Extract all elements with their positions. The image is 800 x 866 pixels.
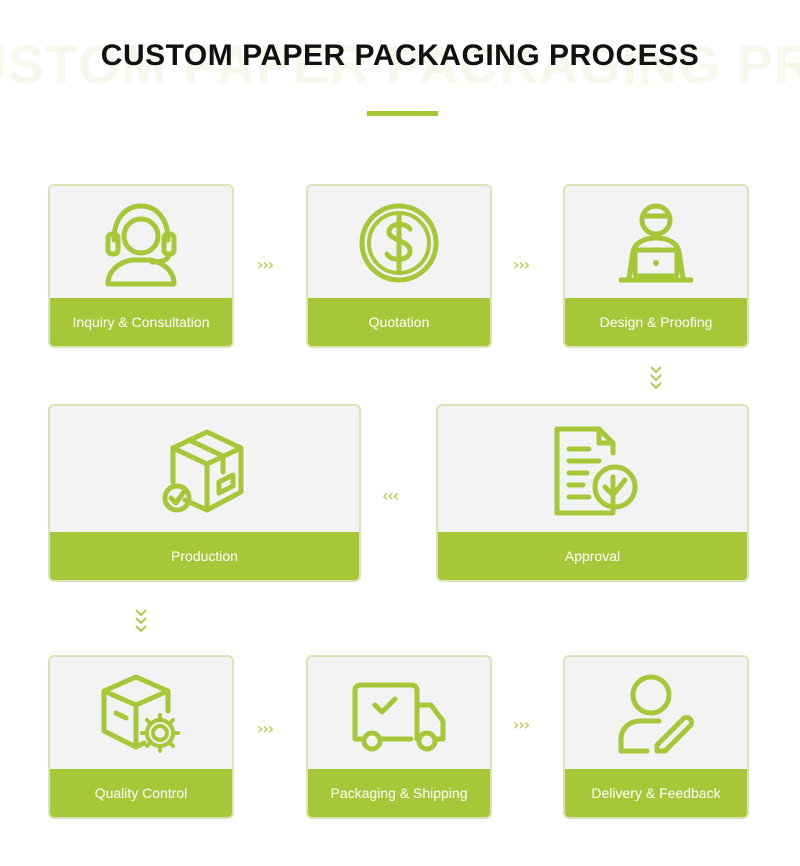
- person-laptop-icon: [565, 186, 747, 300]
- step-label: Inquiry & Consultation: [50, 298, 232, 346]
- page-title: CUSTOM PAPER PACKAGING PROCESS: [100, 39, 700, 72]
- step-card-quotation: Quotation: [306, 184, 492, 348]
- flow-arrow-left: ‹‹‹: [382, 486, 399, 505]
- step-card-approval: Approval: [436, 404, 749, 582]
- step-card-inquiry: Inquiry & Consultation: [48, 184, 234, 348]
- box-gear-icon: [50, 657, 232, 771]
- flow-arrow-down: [650, 366, 662, 390]
- dollar-coin-icon: [308, 186, 490, 300]
- background-watermark: CUSTOM PAPER PACKAGING PROCESS: [0, 35, 800, 95]
- step-card-packaging-shipping: Packaging & Shipping: [306, 655, 492, 819]
- headset-support-icon: [50, 186, 232, 300]
- step-label: Packaging & Shipping: [308, 769, 490, 817]
- title-underline: [367, 111, 438, 116]
- step-label: Production: [50, 532, 359, 580]
- document-check-icon: [438, 406, 747, 536]
- delivery-truck-icon: [308, 657, 490, 771]
- flow-arrow-right: ›››: [513, 255, 530, 274]
- step-card-quality-control: Quality Control: [48, 655, 234, 819]
- user-edit-icon: [565, 657, 747, 771]
- flow-arrow-right: ›››: [257, 719, 274, 738]
- step-card-production: Production: [48, 404, 361, 582]
- flow-arrow-down: [135, 609, 147, 633]
- box-check-icon: [50, 406, 359, 534]
- step-label: Design & Proofing: [565, 298, 747, 346]
- step-label: Approval: [438, 532, 747, 580]
- step-label: Delivery & Feedback: [565, 769, 747, 817]
- step-label: Quotation: [308, 298, 490, 346]
- step-card-delivery-feedback: Delivery & Feedback: [563, 655, 749, 819]
- flow-arrow-right: ›››: [257, 255, 274, 274]
- step-card-design: Design & Proofing: [563, 184, 749, 348]
- flow-arrow-right: ›››: [513, 715, 530, 734]
- step-label: Quality Control: [50, 769, 232, 817]
